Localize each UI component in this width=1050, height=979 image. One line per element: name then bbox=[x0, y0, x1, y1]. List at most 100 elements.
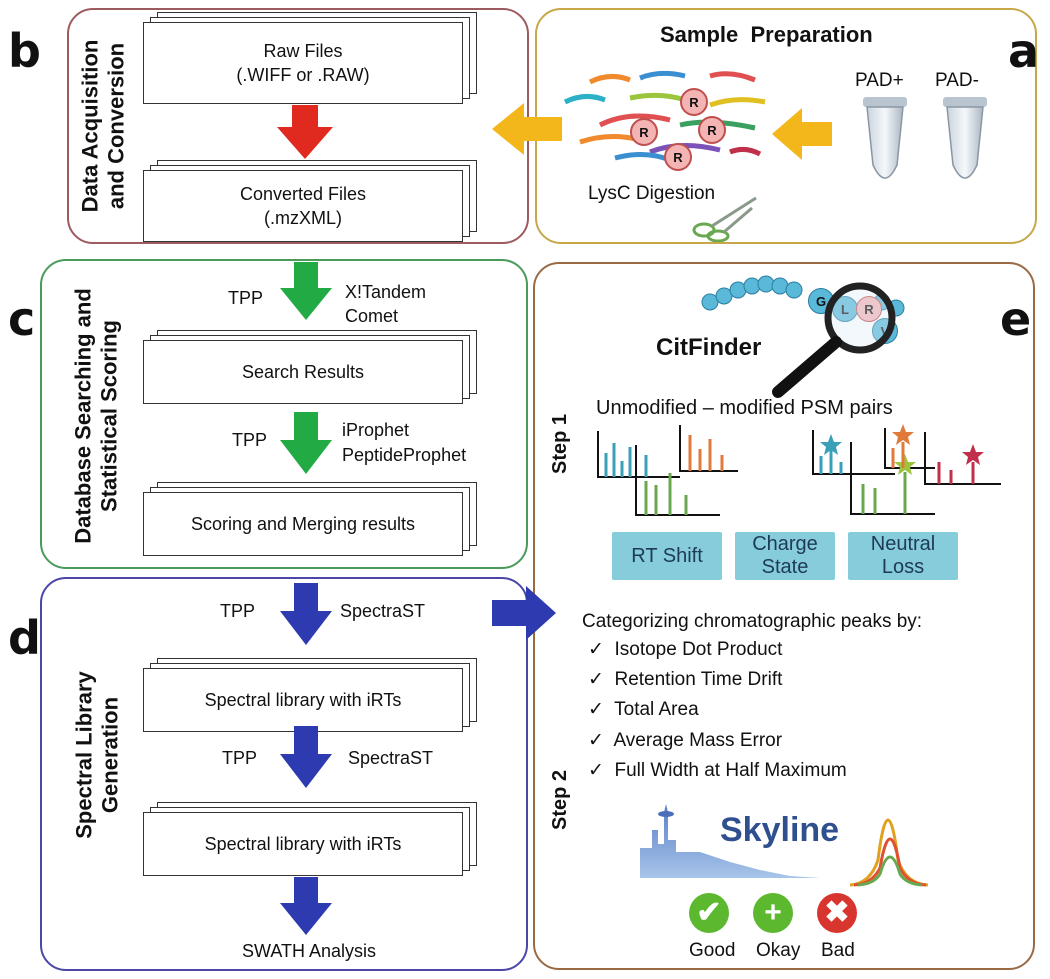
good-badge-icon: ✔ bbox=[689, 893, 729, 933]
spectral-library-stack-2: Spectral library with iRTs bbox=[143, 802, 477, 876]
step2-label: Step 2 bbox=[549, 769, 571, 831]
panel-b-label-line2: and Conversion bbox=[104, 42, 129, 210]
criterion-text: Total Area bbox=[614, 699, 699, 720]
raw-files-stack: Raw Files (.WIFF or .RAW) bbox=[143, 12, 477, 104]
search-results-stack: Search Results bbox=[143, 330, 477, 404]
criterion-text: Average Mass Error bbox=[613, 730, 783, 751]
skyline-logo-text: Skyline bbox=[720, 811, 840, 849]
checkmark-icon: ✓ bbox=[588, 699, 604, 720]
converted-files-stack: Converted Files (.mzXML) bbox=[143, 160, 477, 242]
sample-preparation-title: Sample Preparation bbox=[660, 22, 873, 47]
tube-pad-minus-icon bbox=[943, 97, 987, 179]
peptide-residue-r: R bbox=[856, 296, 882, 322]
bad-badge-icon: ✖ bbox=[817, 893, 857, 933]
modified-spectra-icon bbox=[812, 424, 1001, 515]
good-label: Good bbox=[689, 940, 736, 961]
search-results-box: Search Results bbox=[143, 340, 463, 404]
panel-b-label-line1: Data Acquisition bbox=[77, 39, 103, 213]
charge-state-line2: State bbox=[761, 556, 809, 578]
magnifier-icon bbox=[772, 282, 896, 398]
checkmark-icon: ✓ bbox=[588, 760, 604, 781]
panel-letter-b: b bbox=[8, 24, 41, 78]
criterion-item: ✓ Total Area bbox=[588, 698, 699, 721]
checkmark-icon: ✓ bbox=[588, 669, 604, 690]
rt-shift-tag: RT Shift bbox=[612, 532, 722, 580]
tube-pad-minus-label: PAD- bbox=[935, 70, 979, 91]
neutral-loss-line2: Loss bbox=[881, 556, 925, 578]
tubes-icon bbox=[863, 97, 987, 179]
citrulline-badge: R bbox=[664, 143, 692, 171]
green-down-arrow-2 bbox=[280, 412, 332, 474]
scoring-merging-stack: Scoring and Merging results bbox=[143, 482, 477, 556]
spectral-library-stack-1: Spectral library with iRTs bbox=[143, 658, 477, 732]
categorizing-title: Categorizing chromatographic peaks by: bbox=[582, 611, 923, 632]
converted-files-title: Converted Files bbox=[239, 183, 367, 204]
spectrast-label: SpectraST bbox=[348, 748, 434, 768]
step1-label: Step 1 bbox=[549, 413, 571, 475]
criterion-item: ✓ Average Mass Error bbox=[588, 729, 782, 752]
panel-b-label: Data Acquisition and Conversion bbox=[78, 40, 131, 213]
tube-pad-plus-icon bbox=[863, 97, 907, 179]
panel-c-label-line2: Statistical Scoring bbox=[97, 320, 122, 512]
rt-shift-text: RT Shift bbox=[631, 544, 703, 567]
panel-c-label-line1: Database Searching and bbox=[70, 288, 96, 544]
criterion-text: Retention Time Drift bbox=[614, 669, 783, 690]
scissors-icon bbox=[692, 196, 757, 242]
peptideprophet-label: PeptideProphet bbox=[342, 445, 467, 465]
criterion-text: Full Width at Half Maximum bbox=[614, 760, 847, 781]
blue-right-arrow-de bbox=[492, 586, 556, 640]
panel-letter-c: c bbox=[8, 292, 36, 346]
skyline-city-icon bbox=[640, 804, 820, 878]
blue-down-arrow-1 bbox=[280, 583, 332, 645]
tpp-label: TPP bbox=[232, 430, 268, 450]
bad-label: Bad bbox=[821, 940, 855, 961]
psm-pairs-title: Unmodified – modified PSM pairs bbox=[596, 397, 893, 419]
swath-analysis-label: SWATH Analysis bbox=[242, 941, 377, 961]
green-down-arrow-1 bbox=[280, 262, 332, 320]
panel-letter-e: e bbox=[1000, 292, 1032, 346]
citrulline-badge: R bbox=[698, 116, 726, 144]
comet-label: Comet bbox=[345, 306, 399, 326]
okay-badge-icon: + bbox=[753, 893, 793, 933]
citrulline-badge: R bbox=[630, 118, 658, 146]
panel-letter-a: a bbox=[1008, 24, 1040, 78]
tube-pad-plus-label: PAD+ bbox=[855, 70, 904, 91]
spectrast-label: SpectraST bbox=[340, 601, 426, 621]
scoring-merging-box: Scoring and Merging results bbox=[143, 492, 463, 556]
checkmark-icon: ✓ bbox=[588, 730, 604, 751]
criterion-text: Isotope Dot Product bbox=[614, 639, 783, 660]
checkmark-icon: ✓ bbox=[588, 639, 604, 660]
tpp-label: TPP bbox=[220, 601, 256, 621]
raw-files-title: Raw Files bbox=[263, 40, 343, 61]
red-down-arrow bbox=[277, 105, 333, 159]
spectral-library-box-2: Spectral library with iRTs bbox=[143, 812, 463, 876]
panel-letter-d: d bbox=[8, 611, 41, 665]
charge-state-line1: Charge bbox=[752, 533, 818, 555]
citfinder-label: CitFinder bbox=[656, 334, 762, 361]
converted-files-formats: (.mzXML) bbox=[264, 208, 342, 228]
neutral-loss-line1: Neutral bbox=[870, 533, 936, 555]
chromatogram-peaks-icon bbox=[850, 818, 929, 887]
citrulline-badge: R bbox=[680, 88, 708, 116]
peptide-residue-l: L bbox=[832, 296, 858, 322]
lysc-digestion-label: LysC Digestion bbox=[588, 183, 716, 204]
criterion-item: ✓ Retention Time Drift bbox=[588, 668, 782, 691]
okay-label: Okay bbox=[756, 940, 801, 961]
charge-state-tag: Charge State bbox=[735, 532, 835, 580]
raw-files-formats: (.WIFF or .RAW) bbox=[236, 65, 370, 85]
iprophet-label: iProphet bbox=[342, 420, 410, 440]
panel-c-label: Database Searching and Statistical Scori… bbox=[71, 288, 124, 544]
unmodified-spectra-icon bbox=[597, 425, 738, 516]
panel-d-label: Spectral Library Generation bbox=[72, 671, 125, 839]
xtandem-label: X!Tandem bbox=[345, 282, 427, 302]
spectral-library-box-1: Spectral library with iRTs bbox=[143, 668, 463, 732]
tpp-label: TPP bbox=[222, 748, 258, 768]
blue-down-arrow-3 bbox=[280, 877, 332, 935]
yellow-left-arrow-ab bbox=[492, 103, 562, 155]
yellow-left-arrow-tubes bbox=[772, 108, 832, 160]
panel-d-label-line2: Generation bbox=[98, 696, 123, 814]
tpp-label: TPP bbox=[228, 288, 264, 308]
criterion-item: ✓ Isotope Dot Product bbox=[588, 638, 782, 661]
blue-down-arrow-2 bbox=[280, 726, 332, 788]
neutral-loss-tag: Neutral Loss bbox=[848, 532, 958, 580]
